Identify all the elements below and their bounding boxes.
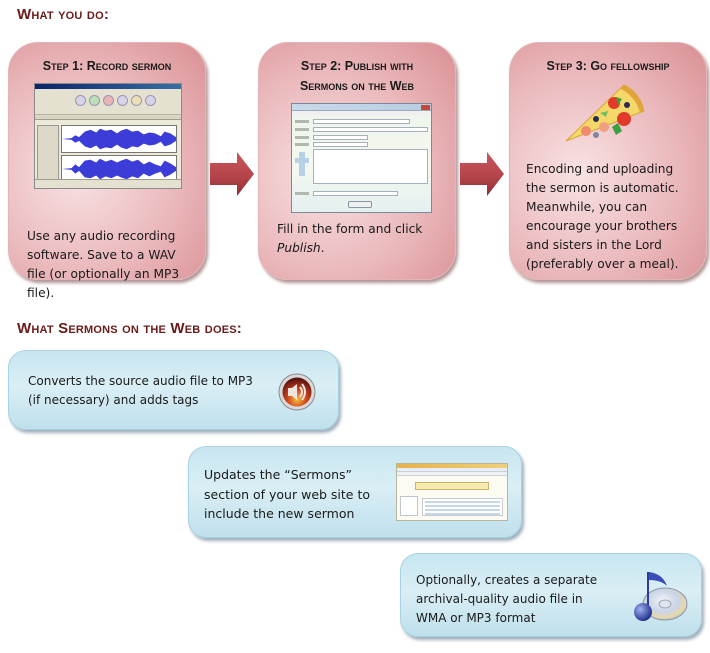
step-2-title-line-1: Step 2: Publish with (300, 59, 414, 73)
step-2-text: Fill in the form and click Publish. (277, 222, 423, 255)
step-1-title: Step 1: Record sermon (42, 59, 172, 73)
does-1-text: Converts the source audio file to MP3 (i… (28, 374, 253, 407)
speaker-icon (278, 373, 316, 411)
step-1-card: Step 1: Record sermon Use any audio reco… (8, 42, 206, 300)
step-2-card: Step 2: Publish with Sermons on the Web … (258, 42, 456, 280)
does-2-text: Updates the “Sermons” section of your we… (204, 467, 371, 521)
does-card-archive: Optionally, creates a separate archival-… (400, 553, 702, 637)
section-heading-what-you-do: What you do: (17, 6, 110, 23)
arrow-right-icon (460, 152, 504, 196)
music-disc-icon (634, 572, 688, 621)
step-2-title-line-2: Sermons on the Web (299, 79, 415, 93)
step-3-text: Encoding and uploading the sermon is aut… (526, 162, 679, 271)
does-card-update-site: Updates the “Sermons” section of your we… (188, 446, 522, 538)
pizza-slice-icon (565, 84, 645, 142)
step-1-text: Use any audio recording software. Save t… (27, 229, 180, 300)
step-3-title: Step 3: Go fellowship (546, 59, 670, 73)
waveform-icon (62, 158, 176, 180)
arrow-right-icon (210, 152, 254, 196)
section-heading-what-sotw-does: What Sermons on the Web does: (17, 320, 242, 337)
does-3-text: Optionally, creates a separate archival-… (416, 573, 598, 625)
publisher-form-screenshot (291, 103, 432, 213)
waveform-icon (62, 128, 176, 150)
audio-editor-screenshot (34, 83, 182, 189)
publish-emphasis: Publish (277, 241, 321, 255)
step-3-card: Step 3: Go fellowship Encoding and uploa… (509, 42, 707, 280)
step-2-title: Step 2: Publish with Sermons on the Web (259, 56, 455, 96)
does-card-convert: Converts the source audio file to MP3 (i… (8, 350, 339, 430)
website-screenshot (396, 463, 508, 521)
